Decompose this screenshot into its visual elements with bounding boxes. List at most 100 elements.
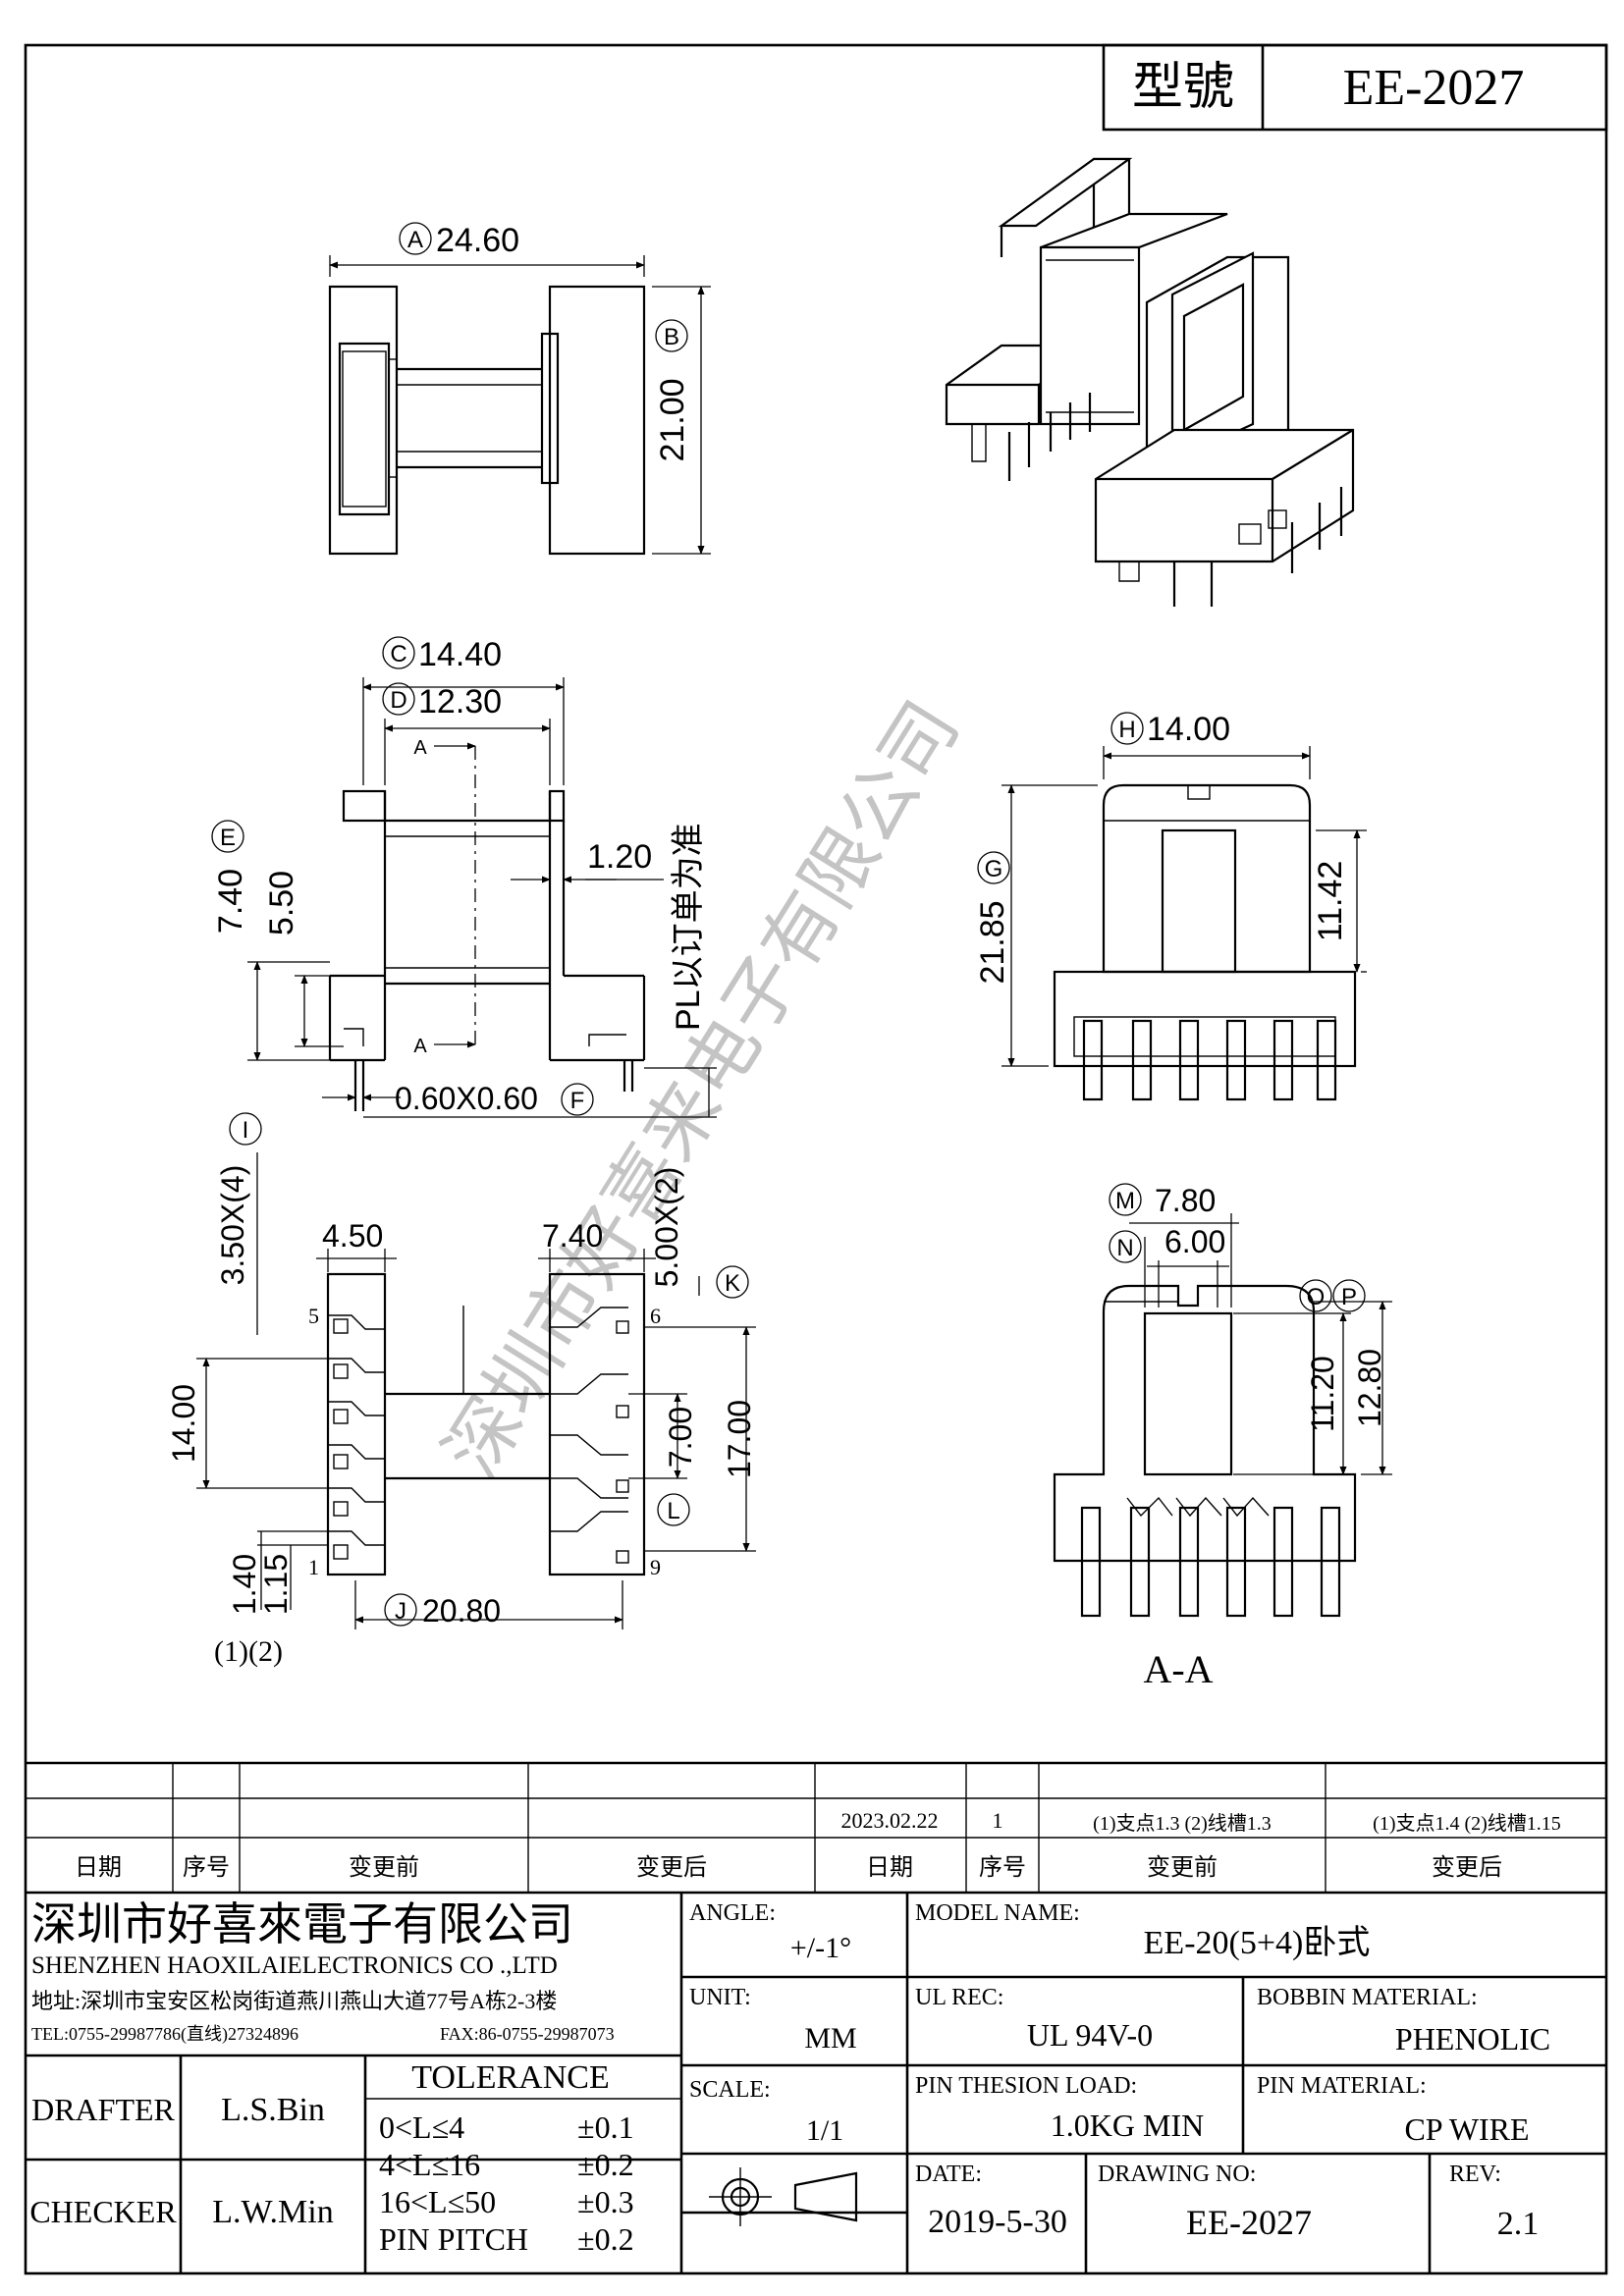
rev-header-date-2: 日期 bbox=[866, 1855, 913, 1881]
circle-label-P: P bbox=[1341, 1284, 1357, 1310]
dim-O-value: 11.20 bbox=[1305, 1356, 1340, 1432]
scale-label: SCALE: bbox=[689, 2077, 771, 2103]
rev-header-no-1: 序号 bbox=[183, 1854, 230, 1881]
dim-d140-value: 1.40 bbox=[227, 1554, 262, 1615]
circle-label-G: G bbox=[985, 856, 1003, 882]
dim-J-value: 20.80 bbox=[422, 1593, 501, 1629]
rev-header-no-2: 序号 bbox=[979, 1854, 1026, 1881]
ul-rec-label: UL REC: bbox=[915, 1985, 1003, 2010]
dim-slot-value: 1.20 bbox=[587, 838, 652, 876]
bottom-left-pins bbox=[328, 1314, 385, 1560]
header-model: EE-2027 bbox=[1343, 60, 1525, 116]
dim-F-value: 0.60X0.60 bbox=[395, 1081, 538, 1116]
company-name-cn: 深圳市好喜來電子有限公司 bbox=[31, 1899, 573, 1949]
revision-table: 2023.02.22 1 (1)支点1.3 (2)线槽1.3 (1)支点1.4 … bbox=[26, 1761, 1606, 1895]
company-name-en: SHENZHEN HAOXILAIELECTRONICS CO .,LTD bbox=[31, 1952, 558, 1979]
dim-L-value: 7.00 bbox=[663, 1407, 698, 1468]
dim-G-value: 21.85 bbox=[974, 900, 1011, 984]
company-tel: TEL:0755-29987786(直线)27324896 bbox=[31, 2024, 298, 2045]
iso-view bbox=[945, 157, 1355, 607]
dim-C-value: 14.40 bbox=[418, 636, 502, 673]
tolerance-range-1: 0<L≤4 bbox=[379, 2109, 464, 2145]
pin-load-value: 1.0KG MIN bbox=[1051, 2108, 1204, 2143]
dim-left-h-value: 14.00 bbox=[166, 1384, 201, 1463]
pin-number-5: 5 bbox=[308, 1304, 319, 1328]
dim-I-value: 3.50X(4) bbox=[215, 1165, 250, 1286]
company-info: 深圳市好喜來電子有限公司 SHENZHEN HAOXILAIELECTRONIC… bbox=[31, 1899, 615, 2045]
front-view-dims: H 14.00 G 21.85 11.42 bbox=[974, 711, 1367, 1067]
circle-label-H: H bbox=[1118, 717, 1135, 743]
pin-material-label: PIN MATERIAL: bbox=[1257, 2073, 1427, 2099]
section-aa-dims: M 7.80 N 6.00 O P 11.20 12.80 A-A bbox=[1109, 1183, 1392, 1691]
checker-label: CHECKER bbox=[29, 2194, 177, 2229]
bottom-view-dims: I 3.50X(4) 4.50 7.40 K 5.00X(2) 14.00 1.… bbox=[166, 1112, 757, 1668]
company-address: 地址:深圳市宝安区松岗街道燕川燕山大道77号A栋2-3楼 bbox=[31, 1989, 557, 2013]
tolerance-range-3: 16<L≤50 bbox=[379, 2184, 496, 2219]
pin-number-6: 6 bbox=[650, 1304, 661, 1328]
unit-value: MM bbox=[804, 2022, 856, 2055]
tolerance-title: TOLERANCE bbox=[411, 2059, 609, 2096]
revision-no: 1 bbox=[993, 1808, 1003, 1833]
dim-M-value: 7.80 bbox=[1155, 1183, 1216, 1218]
date-label: DATE: bbox=[915, 2162, 982, 2187]
section-aa-view bbox=[1053, 1284, 1357, 1618]
tolerance-value-4: ±0.2 bbox=[577, 2221, 634, 2257]
revision-after: (1)支点1.4 (2)线槽1.15 bbox=[1373, 1812, 1561, 1835]
section-marks: A A bbox=[413, 737, 476, 1057]
title-fields: ANGLE: +/-1° MODEL NAME: EE-20(5+4)卧式 UN… bbox=[689, 1900, 1550, 2242]
circle-label-K: K bbox=[725, 1270, 740, 1297]
top-view bbox=[328, 255, 711, 556]
dim-H-value: 14.00 bbox=[1147, 711, 1230, 748]
dim-w740-value: 7.40 bbox=[542, 1218, 603, 1254]
circle-label-A: A bbox=[407, 227, 423, 253]
circle-label-O: O bbox=[1307, 1284, 1326, 1310]
pin-number-1: 1 bbox=[308, 1555, 319, 1579]
header-box: 型號 EE-2027 bbox=[1102, 43, 1608, 132]
title-block bbox=[26, 1893, 1606, 2273]
circle-label-M: M bbox=[1115, 1188, 1135, 1214]
angle-value: +/-1° bbox=[790, 1932, 851, 1964]
circle-label-I: I bbox=[243, 1117, 249, 1144]
header-type-label: 型號 bbox=[1132, 60, 1234, 116]
dim-A-label: A 24.60 bbox=[399, 222, 519, 259]
rev-header-before-1: 变更前 bbox=[349, 1854, 419, 1881]
circle-label-F: F bbox=[570, 1088, 585, 1114]
pin-refs: (1)(2) bbox=[214, 1635, 283, 1668]
drawing-no-value: EE-2027 bbox=[1186, 2203, 1312, 2242]
model-name-value: EE-20(5+4)卧式 bbox=[1144, 1925, 1371, 1961]
tolerance-range-4: PIN PITCH bbox=[379, 2221, 528, 2257]
circle-label-J: J bbox=[395, 1598, 406, 1625]
rev-header-after-2: 变更后 bbox=[1432, 1854, 1502, 1881]
bobbin-material-value: PHENOLIC bbox=[1395, 2021, 1550, 2056]
side-view bbox=[328, 746, 646, 1111]
side-view-dims: C 14.40 D 12.30 7.40 E 5.50 1.20 PL以订单为准 bbox=[211, 636, 717, 1118]
drawing-no-label: DRAWING NO: bbox=[1098, 2162, 1256, 2187]
dim-E-inner-value: 5.50 bbox=[263, 871, 300, 935]
tolerance-table: TOLERANCE 0<L≤4 ±0.1 4<L≤16 ±0.2 16<L≤50… bbox=[379, 2059, 634, 2257]
pin-material-value: CP WIRE bbox=[1404, 2111, 1529, 2147]
drafter-name: L.S.Bin bbox=[221, 2092, 325, 2128]
circle-label-B: B bbox=[664, 324, 679, 350]
checker-name: L.W.Min bbox=[212, 2194, 333, 2230]
front-view bbox=[1053, 783, 1357, 1101]
model-name-label: MODEL NAME: bbox=[915, 1900, 1080, 1926]
rev-label: REV: bbox=[1449, 2162, 1501, 2187]
circle-label-C: C bbox=[390, 641, 406, 667]
dim-K-value: 5.00X(2) bbox=[649, 1167, 684, 1288]
section-pins bbox=[1080, 1496, 1341, 1618]
circle-label-D: D bbox=[390, 687, 406, 714]
angle-label: ANGLE: bbox=[689, 1900, 776, 1926]
bobbin-material-label: BOBBIN MATERIAL: bbox=[1257, 1985, 1478, 2010]
dim-H2-value: 11.42 bbox=[1312, 861, 1349, 942]
tolerance-value-2: ±0.2 bbox=[577, 2147, 634, 2182]
section-mark-top: A bbox=[413, 737, 427, 759]
dim-E-outer-value: 7.40 bbox=[212, 869, 249, 934]
projection-symbol-icon bbox=[709, 2167, 858, 2226]
unit-label: UNIT: bbox=[689, 1985, 751, 2010]
circle-label-L: L bbox=[667, 1498, 679, 1524]
tolerance-range-2: 4<L≤16 bbox=[379, 2147, 480, 2182]
rev-header-before-2: 变更前 bbox=[1147, 1854, 1218, 1881]
tolerance-value-1: ±0.1 bbox=[577, 2109, 634, 2145]
dim-right-h-value: 17.00 bbox=[722, 1400, 757, 1478]
